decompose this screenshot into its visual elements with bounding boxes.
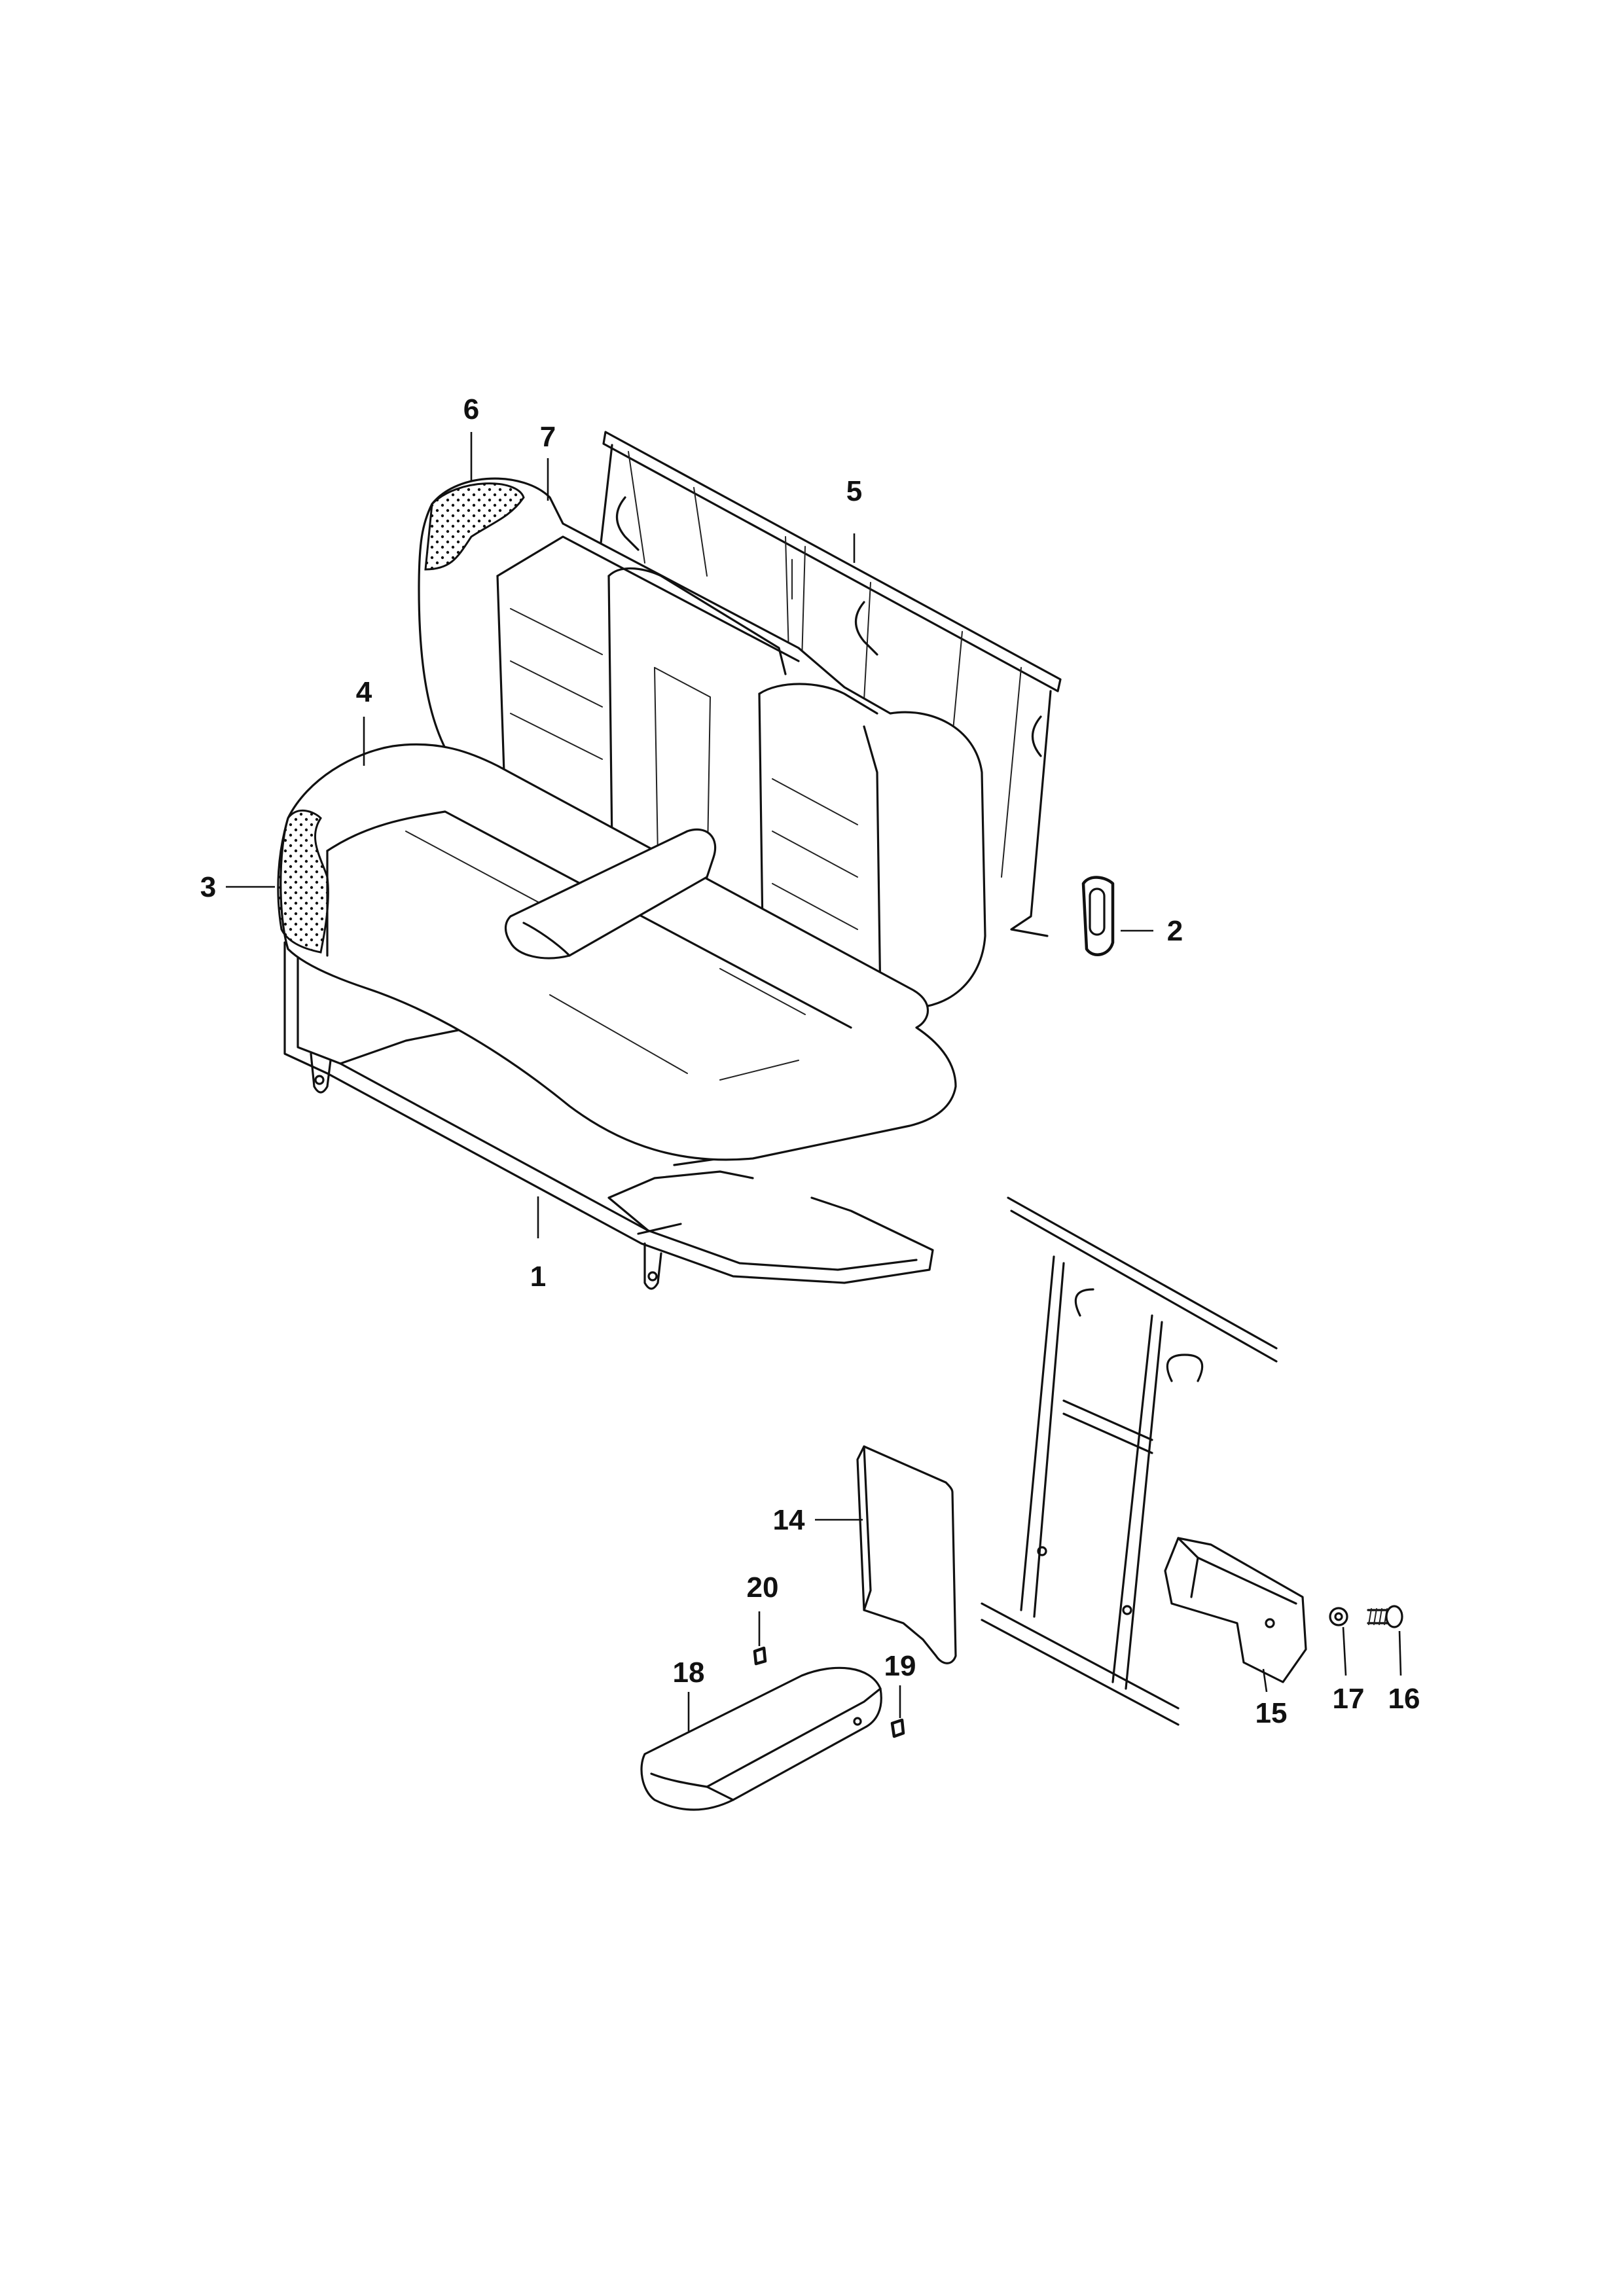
callout-3: 3 [200, 871, 216, 903]
part-7-seat-back-cushion [418, 477, 986, 1009]
leader-lines [226, 432, 1402, 1731]
part-4-seat-cushion [277, 743, 957, 1161]
callout-18: 18 [673, 1657, 705, 1689]
callout-labels: 1 2 3 4 5 6 7 14 15 16 17 18 19 20 [200, 393, 1420, 1729]
part-16-screw [1367, 1605, 1403, 1628]
callout-1: 1 [530, 1261, 546, 1293]
callout-2: 2 [1167, 915, 1183, 947]
part-20-clip [753, 1646, 767, 1666]
callout-14: 14 [773, 1504, 805, 1536]
part-19-clip [890, 1718, 905, 1738]
callout-4: 4 [356, 676, 372, 708]
part-1-seat-base-frame [283, 941, 934, 1290]
part-5-seat-back-frame [594, 431, 1062, 937]
callout-15: 15 [1255, 1697, 1288, 1729]
callout-7: 7 [540, 421, 556, 453]
callout-20: 20 [747, 1571, 779, 1604]
part-18-armrest [640, 1666, 882, 1811]
callout-6: 6 [463, 393, 479, 425]
callout-16: 16 [1388, 1683, 1420, 1715]
callout-19: 19 [884, 1650, 916, 1682]
callout-5: 5 [846, 475, 862, 507]
part-17-washer [1329, 1607, 1348, 1626]
callout-17: 17 [1333, 1683, 1365, 1715]
part-2-grommet [1081, 876, 1115, 956]
part-15-bracket [1164, 1537, 1307, 1683]
part-14-side-panel [856, 1445, 957, 1664]
frame-detail [981, 1196, 1278, 1726]
